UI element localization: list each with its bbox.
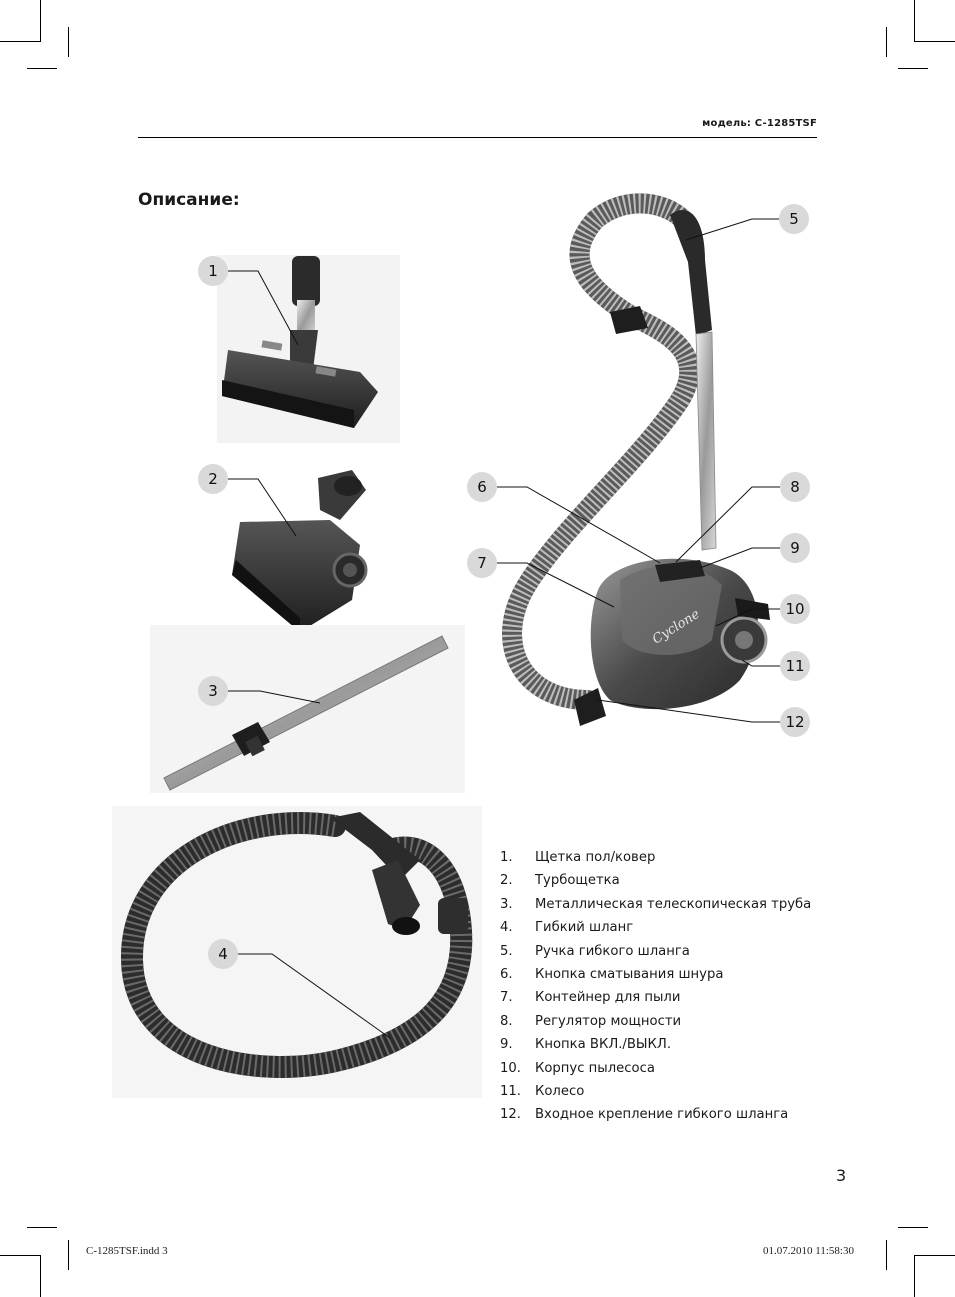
telescopic-tube-illustration: [150, 625, 465, 793]
turbo-brush-illustration: [232, 470, 368, 632]
parts-legend: 1. Щетка пол/ковер 2. Турбощетка 3. Металли…: [500, 846, 811, 1127]
legend-item: 2. Турбощетка: [500, 869, 811, 892]
callout-11: 11: [780, 651, 810, 681]
header-rule: [138, 137, 817, 138]
legend-number: 8.: [500, 1013, 513, 1029]
crop-mark: [914, 1255, 915, 1297]
vacuum-cleaner-illustration: Cyclone: [502, 193, 770, 726]
legend-number: 3.: [500, 896, 513, 912]
floor-brush-illustration: [217, 255, 400, 443]
crop-mark: [27, 68, 57, 69]
crop-mark: [0, 1255, 40, 1256]
legend-item: 4. Гибкий шланг: [500, 916, 811, 939]
legend-text: Корпус пылесоса: [535, 1060, 655, 1076]
legend-number: 4.: [500, 920, 513, 936]
slug-datetime: 01.07.2010 11:58:30: [763, 1245, 854, 1257]
crop-mark: [914, 0, 915, 42]
callout-12: 12: [780, 707, 810, 737]
crop-mark: [40, 1255, 41, 1297]
crop-mark: [40, 0, 41, 42]
legend-item: 5. Ручка гибкого шланга: [500, 940, 811, 963]
legend-item: 1. Щетка пол/ковер: [500, 846, 811, 869]
callout-7: 7: [467, 548, 497, 578]
legend-item: 3. Металлическая телескопическая труба: [500, 893, 811, 916]
callout-10: 10: [780, 594, 810, 624]
legend-text: Ручка гибкого шланга: [535, 943, 690, 959]
crop-mark: [0, 41, 40, 42]
legend-text: Колесо: [535, 1083, 585, 1099]
legend-item: 10. Корпус пылесоса: [500, 1057, 811, 1080]
callout-3: 3: [198, 676, 228, 706]
legend-item: 12. Входное крепление гибкого шланга: [500, 1103, 811, 1126]
legend-number: 5.: [500, 943, 513, 959]
legend-number: 11.: [500, 1083, 521, 1099]
crop-mark: [886, 1240, 887, 1270]
legend-number: 12.: [500, 1107, 521, 1123]
legend-text: Входное крепление гибкого шланга: [535, 1107, 789, 1123]
legend-number: 9.: [500, 1037, 513, 1053]
legend-text: Контейнер для пыли: [535, 990, 681, 1006]
callout-5: 5: [779, 204, 809, 234]
crop-mark: [898, 1227, 928, 1228]
legend-number: 6.: [500, 966, 513, 982]
callout-4: 4: [208, 939, 238, 969]
crop-mark: [898, 68, 928, 69]
legend-text: Кнопка сматывания шнура: [535, 966, 724, 982]
callout-1: 1: [198, 256, 228, 286]
legend-number: 10.: [500, 1060, 521, 1076]
legend-text: Турбощетка: [535, 873, 620, 889]
legend-text: Регулятор мощности: [535, 1013, 682, 1029]
crop-mark: [68, 27, 69, 57]
slug-filename: C-1285TSF.indd 3: [86, 1245, 168, 1257]
crop-mark: [915, 41, 955, 42]
callout-6: 6: [467, 472, 497, 502]
legend-item: 11. Колесо: [500, 1080, 811, 1103]
page-number: 3: [836, 1166, 847, 1185]
legend-item: 6. Кнопка сматывания шнура: [500, 963, 811, 986]
legend-number: 1.: [500, 850, 513, 865]
callout-8: 8: [780, 472, 810, 502]
legend-text: Гибкий шланг: [535, 920, 634, 936]
legend-item: 9. Кнопка ВКЛ./ВЫКЛ.: [500, 1033, 811, 1056]
legend-text: Металлическая телескопическая труба: [535, 896, 812, 912]
flexible-hose-illustration: [112, 806, 482, 1098]
leader-lines: [228, 218, 780, 1039]
legend-number: 7.: [500, 990, 513, 1006]
model-header: модель: C-1285TSF: [702, 118, 817, 129]
legend-item: 8. Регулятор мощности: [500, 1010, 811, 1033]
callout-2: 2: [198, 464, 228, 494]
section-title: Описание:: [138, 190, 240, 210]
crop-mark: [27, 1227, 57, 1228]
crop-mark: [68, 1240, 69, 1270]
legend-text: Щетка пол/ковер: [535, 850, 656, 865]
legend-text: Кнопка ВКЛ./ВЫКЛ.: [535, 1037, 672, 1053]
legend-item: 7. Контейнер для пыли: [500, 986, 811, 1009]
callout-9: 9: [780, 533, 810, 563]
crop-mark: [915, 1255, 955, 1256]
crop-mark: [886, 27, 887, 57]
legend-number: 2.: [500, 873, 513, 889]
